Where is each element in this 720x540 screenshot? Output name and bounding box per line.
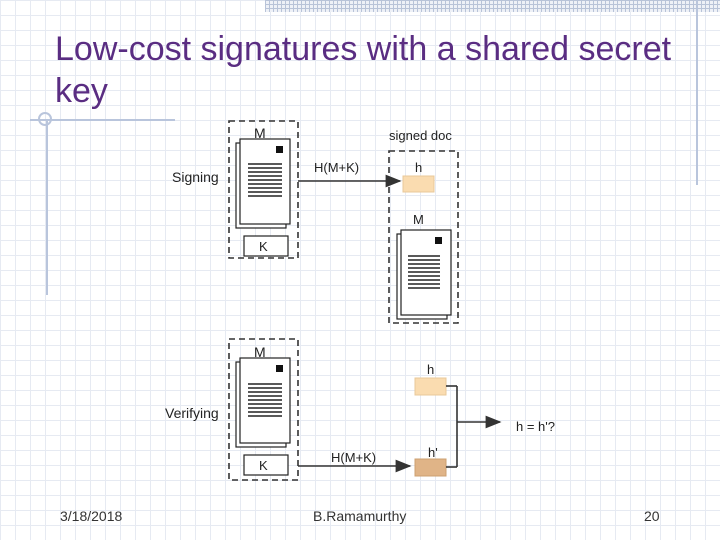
verifying-input-dashed-box — [228, 338, 299, 481]
signing-row-label: Signing — [172, 169, 219, 185]
corner-circle-ornament — [38, 112, 52, 126]
given-hash-box — [414, 377, 447, 396]
verifying-document-icon — [235, 357, 291, 448]
footer-page-number: 20 — [644, 508, 660, 524]
slide-title: Low-cost signatures with a shared secret… — [55, 30, 672, 110]
verifying-key-box — [243, 454, 289, 476]
footer-date: 3/18/2018 — [60, 508, 123, 524]
comparison-connector — [446, 385, 458, 468]
signing-document-icon — [235, 138, 291, 229]
signed-hash-box — [402, 175, 435, 193]
right-decoration-rule — [696, 0, 698, 185]
comparison-label: h = h'? — [516, 419, 555, 434]
signing-key-box — [243, 235, 289, 257]
computed-hash-box — [414, 458, 447, 477]
signed-document-icon — [396, 229, 452, 320]
left-decoration-rule — [46, 120, 48, 295]
signed-doc-m-label: M — [413, 212, 424, 227]
title-underline-rule — [30, 119, 175, 121]
verifying-key-label: K — [259, 458, 268, 473]
signing-input-dashed-box — [228, 120, 299, 259]
verifying-row-label: Verifying — [165, 405, 219, 421]
signing-doc-label: M — [254, 125, 266, 141]
signing-arrow-label: H(M+K) — [314, 160, 359, 175]
verifying-arrow-label: H(M+K) — [331, 450, 376, 465]
signing-key-label: K — [259, 239, 268, 254]
verifying-doc-label: M — [254, 344, 266, 360]
signing-section: Signing M K H(M+K) signed doc — [172, 120, 459, 324]
signed-doc-title: signed doc — [389, 128, 452, 143]
top-decoration-bar — [265, 0, 720, 12]
verifying-section: Verifying M K h H(M+K) h' — [165, 338, 555, 481]
signed-doc-dashed-box — [388, 150, 459, 324]
given-hash-label: h — [427, 362, 434, 377]
signed-hash-label: h — [415, 160, 422, 175]
computed-hash-label: h' — [428, 445, 438, 460]
footer-author: B.Ramamurthy — [313, 508, 407, 524]
